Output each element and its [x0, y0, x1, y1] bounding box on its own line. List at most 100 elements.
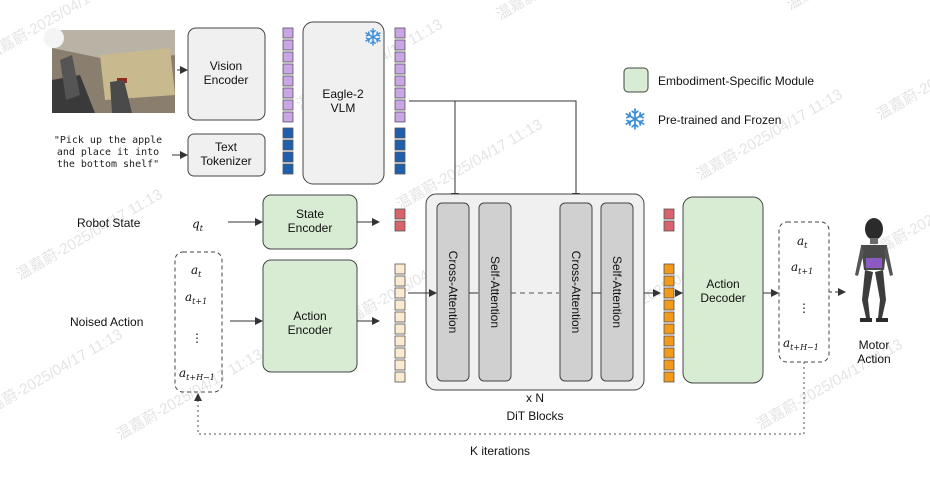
watermark-text: 温嘉蔚-2025/04/17 11:13 [14, 186, 166, 284]
state-token-column [394, 208, 406, 232]
output-action-token [663, 335, 675, 347]
noised-action-ellipsis: ⋮ [191, 331, 203, 345]
noised-action-a-t: at [191, 263, 202, 279]
self-attention-block-1 [478, 202, 512, 382]
vlm-text-token [394, 151, 406, 163]
legend-embodiment-label: Embodiment-Specific Module [658, 74, 814, 88]
vlm-vision-token [394, 27, 406, 39]
text-token [282, 151, 294, 163]
action-token [394, 299, 406, 311]
action-encoder-box [262, 259, 358, 373]
output-action-token [663, 311, 675, 323]
output-state-token [663, 208, 675, 220]
self-attention-label-1: Self-Attention [488, 256, 502, 328]
watermark-text: 温嘉蔚-2025/04/17 11:13 [134, 0, 286, 3]
humanoid-robot-icon [855, 218, 893, 322]
output-action-token [663, 263, 675, 275]
action-token [394, 323, 406, 335]
cross-attention-label-1: Cross-Attention [446, 251, 460, 334]
vision-token [282, 75, 294, 87]
robot-state-label: Robot State [77, 216, 141, 230]
output-token-column [663, 208, 675, 383]
action-token-column [394, 263, 406, 383]
text-token [282, 163, 294, 175]
state-token [394, 208, 406, 220]
action-token [394, 263, 406, 275]
noised-action-a-t1: at+1 [185, 290, 207, 306]
legend-snowflake-icon [625, 108, 645, 130]
self-attention-label-2: Self-Attention [610, 256, 624, 328]
vlm-vision-token [394, 39, 406, 51]
vlm-vision-token [394, 87, 406, 99]
vlm-vision-token [394, 99, 406, 111]
watermark-text: 温嘉蔚-2025/04/17 11:13 [114, 346, 266, 444]
action-token [394, 287, 406, 299]
watermark-text: 温嘉蔚-2025/04/17 11:13 [0, 326, 125, 424]
output-action-token [663, 275, 675, 287]
legend-frozen-label: Pre-trained and Frozen [658, 113, 781, 127]
watermark-text: 温嘉蔚-2025/04/17 11:13 [784, 0, 930, 13]
output-action-token [663, 347, 675, 359]
vlm-vision-token [394, 111, 406, 123]
vision-token [282, 27, 294, 39]
vlm-text-token [394, 163, 406, 175]
cross-attention-label-2: Cross-Attention [569, 251, 583, 334]
watermark-text: 温嘉蔚-2025/04/17 11:13 [694, 86, 846, 184]
vlm-vision-token [394, 75, 406, 87]
action-token [394, 347, 406, 359]
vlm-vision-token-column [394, 27, 406, 123]
text-token-column [282, 127, 294, 175]
vlm-text-token [394, 127, 406, 139]
watermark-text: 温嘉蔚-2025/04/17 11:13 [494, 0, 646, 23]
k-iterations-loop [194, 362, 805, 435]
output-state-token [663, 220, 675, 232]
output-action-token [663, 323, 675, 335]
k-iterations-label: K iterations [470, 444, 530, 458]
vlm-text-token [394, 139, 406, 151]
dit-blocks-label: DiT Blocks [506, 409, 563, 423]
text-tokenizer-box [187, 133, 266, 177]
noised-action-label: Noised Action [70, 315, 143, 329]
text-token [282, 139, 294, 151]
action-token [394, 371, 406, 383]
watermark-text: 温嘉蔚-2025/04/17 11:13 [874, 26, 930, 124]
repeat-label: x N [526, 391, 544, 405]
noised-action-tokens-box [174, 251, 223, 393]
vlm-box [302, 21, 385, 185]
vision-token [282, 63, 294, 75]
vision-token [282, 111, 294, 123]
output-action-token [663, 287, 675, 299]
action-decoder-box [682, 196, 764, 384]
vision-token-column [282, 27, 294, 123]
vision-encoder-box [187, 27, 266, 121]
legend-embodiment-swatch [623, 67, 649, 93]
text-token [282, 127, 294, 139]
cross-attention-block-2 [559, 202, 593, 382]
vision-token [282, 51, 294, 63]
output-action-token [663, 359, 675, 371]
vlm-to-cross-attention-line [409, 100, 580, 201]
state-symbol: qt [192, 217, 204, 233]
vision-token [282, 87, 294, 99]
vlm-vision-token [394, 63, 406, 75]
predicted-action-a-tH: at+H−1 [783, 336, 819, 352]
robot-camera-photo [44, 28, 175, 113]
action-token [394, 311, 406, 323]
vlm-vision-token [394, 51, 406, 63]
vision-token [282, 99, 294, 111]
action-token [394, 359, 406, 371]
action-token [394, 275, 406, 287]
output-action-token [663, 371, 675, 383]
output-action-token [663, 299, 675, 311]
predicted-action-a-t1: at+1 [791, 260, 813, 276]
self-attention-block-2 [600, 202, 634, 382]
noised-action-a-tH: at+H−1 [179, 366, 215, 382]
predicted-action-ellipsis: ⋮ [798, 301, 810, 315]
predicted-action-a-t: at [797, 234, 808, 250]
